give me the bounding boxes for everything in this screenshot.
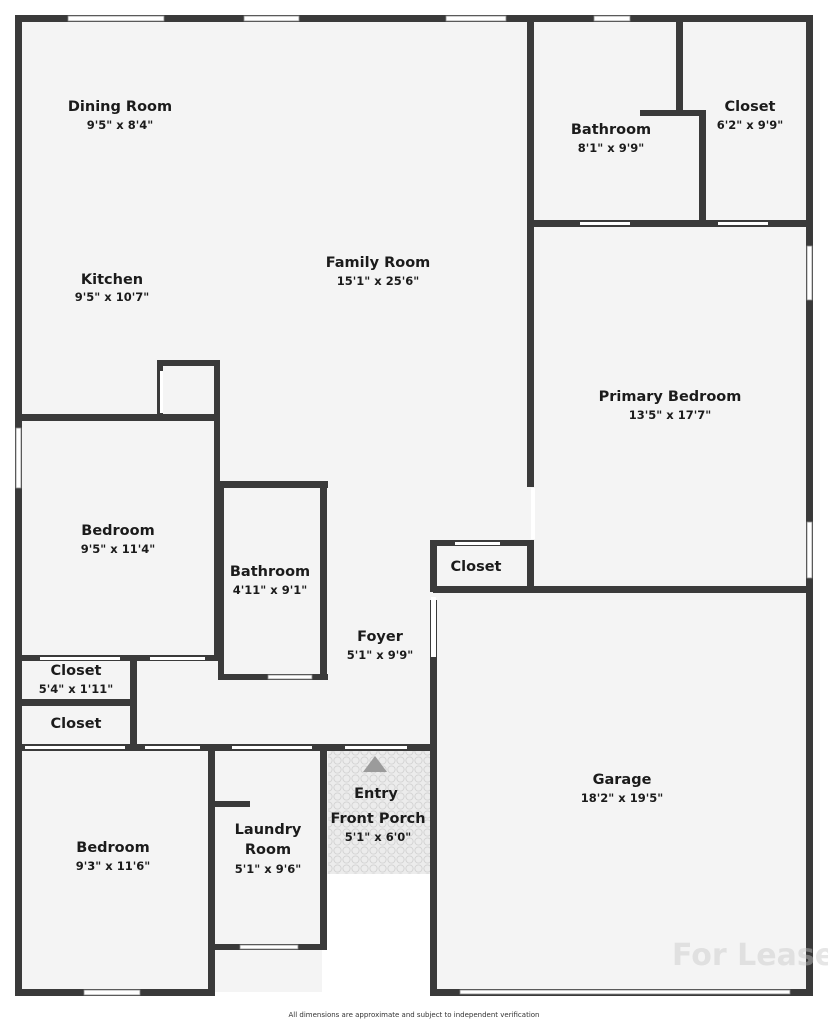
laundry-room-dim: 5'1" x 9'6" [235,862,301,876]
bedroom-2-dim: 9'3" x 11'6" [76,859,150,873]
laundry-room-name-line: Room [245,842,291,858]
door-openings [25,222,768,749]
window [267,674,313,680]
bathroom-2-name: Bathroom [230,564,310,580]
foyer-name: Foyer [357,629,404,645]
primary-bedroom-dim: 13'5" x 17'7" [629,408,711,422]
window [239,944,299,950]
family-room-name: Family Room [326,255,431,271]
closet-3-dim: 5'4" x 1'11" [39,682,113,696]
room-labels: Dining Room 9'5" x 8'4" Kitchen 9'5" x 1… [39,99,783,876]
window [243,15,300,22]
dining-room-dim: 9'5" x 8'4" [87,118,153,132]
closet-1-dim: 6'2" x 9'9" [717,118,783,132]
window [806,521,813,579]
dining-room-name: Dining Room [68,99,172,115]
entry-name: Entry [354,786,398,802]
window [459,989,791,995]
foyer-dim: 5'1" x 9'9" [347,648,413,662]
entry-arrow-icon [363,756,387,772]
bathroom-2-dim: 4'11" x 9'1" [233,583,307,597]
footer-disclaimer: All dimensions are approximate and subje… [288,1011,540,1019]
window [593,15,631,22]
closet-3-name: Closet [51,663,102,679]
bedroom-2-name: Bedroom [76,840,149,856]
windows [15,15,813,996]
bedroom-1-name: Bedroom [81,523,154,539]
family-room-dim: 15'1" x 25'6" [337,274,419,288]
kitchen-dim: 9'5" x 10'7" [75,290,149,304]
window [806,245,813,301]
bathroom-1-name: Bathroom [571,122,651,138]
window [445,15,507,22]
primary-bedroom-name: Primary Bedroom [599,389,742,405]
window [67,15,165,22]
floor-areas [18,18,810,996]
window [83,989,141,996]
front-porch-name: Front Porch [330,811,425,827]
closet-4-name: Closet [51,716,102,732]
laundry-room-name-line: Laundry [235,822,302,838]
watermark: For Lease [672,938,828,973]
closet-1-name: Closet [725,99,776,115]
kitchen-name: Kitchen [81,272,143,288]
bathroom-1-dim: 8'1" x 9'9" [578,141,644,155]
front-porch-dim: 5'1" x 6'0" [345,830,411,844]
garage-dim: 18'2" x 19'5" [581,791,663,805]
garage-name: Garage [593,772,652,788]
closet-2-name: Closet [451,559,502,575]
window [15,427,22,489]
bedroom-1-dim: 9'5" x 11'4" [81,542,155,556]
